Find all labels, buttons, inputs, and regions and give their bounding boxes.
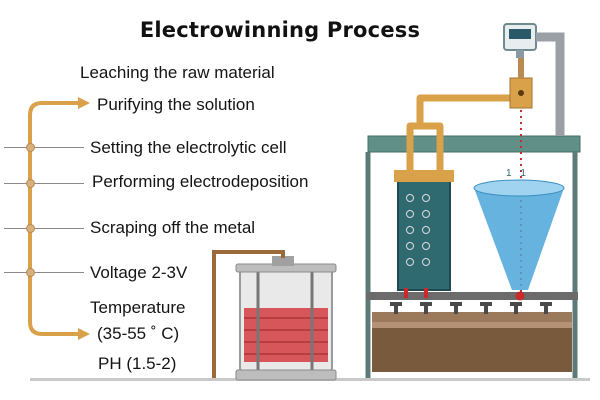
cell-mark: 1 bbox=[506, 168, 515, 179]
step-connector bbox=[4, 228, 84, 229]
step-dot bbox=[26, 224, 35, 233]
step-dot bbox=[26, 179, 35, 188]
control-meter bbox=[503, 23, 565, 136]
condition-temperature-label: Temperature bbox=[90, 298, 186, 317]
step-label-setting-cell: Setting the electrolytic cell bbox=[90, 138, 287, 157]
step-label-leaching: Leaching the raw material bbox=[80, 63, 275, 82]
condition-ph: PH (1.5-2) bbox=[98, 354, 177, 373]
step-connector bbox=[4, 183, 84, 184]
step-label-electrodeposition: Performing electrodeposition bbox=[92, 172, 309, 191]
cell-frame bbox=[365, 135, 581, 378]
condition-temperature-range: (35-55 ˚ C) bbox=[97, 324, 180, 343]
step-label-scraping: Scraping off the metal bbox=[90, 218, 256, 237]
feed-pipe bbox=[212, 250, 285, 378]
step-dot bbox=[26, 143, 35, 152]
electrolyte-tank bbox=[235, 256, 337, 381]
step-label-purifying: Purifying the solution bbox=[97, 95, 255, 114]
sediment-base bbox=[372, 312, 572, 372]
condition-voltage: Voltage 2-3V bbox=[90, 263, 188, 282]
supply-pipes bbox=[406, 94, 520, 172]
step-dot bbox=[26, 268, 35, 277]
cell-mark: 1 bbox=[520, 168, 529, 179]
step-connector bbox=[4, 272, 84, 273]
metal-drop bbox=[515, 291, 525, 301]
step-connector bbox=[4, 147, 84, 148]
cell-marks: 1 1 bbox=[506, 168, 529, 179]
diagram-title: Electrowinning Process bbox=[139, 18, 421, 42]
electrode-rack bbox=[390, 302, 552, 314]
electrolytic-cell bbox=[394, 170, 454, 298]
cone-collector bbox=[473, 179, 565, 290]
